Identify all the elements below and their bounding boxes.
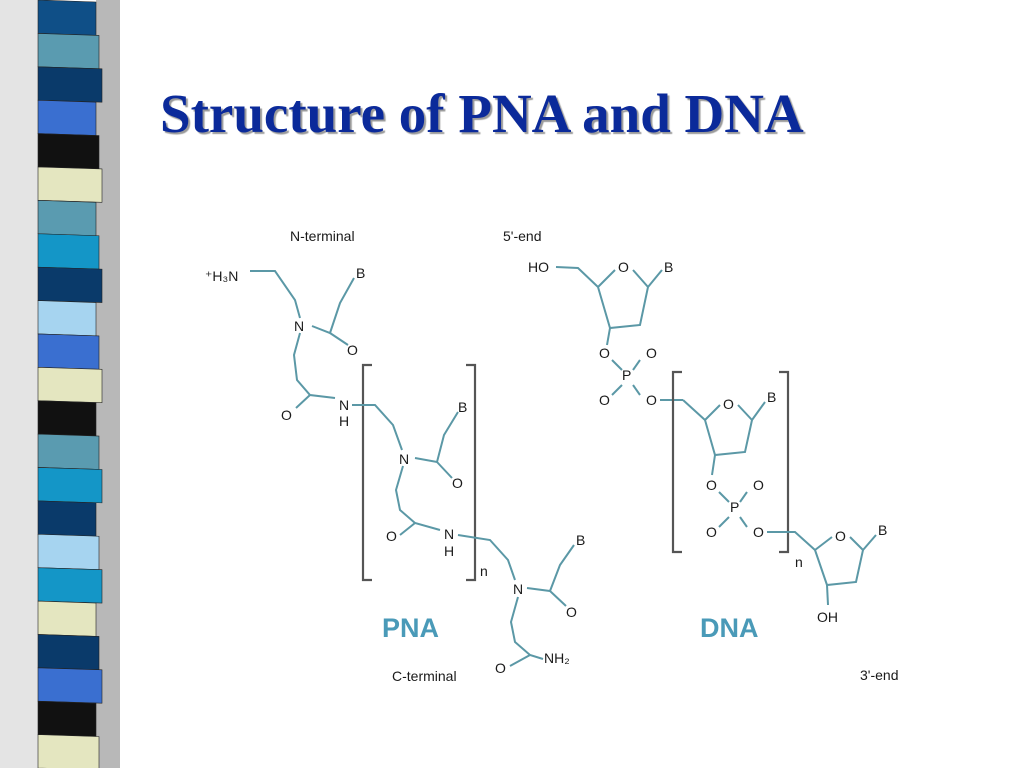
- pna-base-1: B: [356, 265, 365, 281]
- pna-hydrogen-2: H: [444, 543, 454, 559]
- pna-nitrogen-1: N: [294, 318, 304, 334]
- dna-oxygen-p2-c: O: [706, 524, 717, 540]
- stripe-block: [37, 66, 103, 103]
- stripe-block: [37, 667, 103, 704]
- stripe-block: [37, 200, 97, 237]
- pna-dna-structure-diagram: N-terminal ⁺H₃N B N O O N H n B N O O N …: [190, 210, 930, 705]
- stripe-block: [37, 233, 100, 270]
- pna-oxygen-5: O: [566, 604, 577, 620]
- dna-oxygen-p1-a: O: [599, 345, 610, 361]
- stripe-block: [37, 266, 103, 303]
- stripe-block: [37, 133, 100, 170]
- stripe-block: [37, 333, 100, 370]
- dna-oxygen-p1-d: O: [646, 392, 657, 408]
- pna-base-3: B: [576, 532, 585, 548]
- five-end-label: 5'-end: [503, 228, 541, 244]
- stripe-block: [37, 0, 97, 36]
- dna-base-2: B: [767, 389, 776, 405]
- pna-oxygen-6: O: [495, 660, 506, 676]
- stripe-block: [37, 500, 97, 537]
- pna-oxygen-3: O: [452, 475, 463, 491]
- stripe-block: [37, 400, 97, 437]
- stripe-block: [37, 99, 97, 136]
- stripe-block: [37, 634, 100, 671]
- dna-oxygen-p1-c: O: [599, 392, 610, 408]
- pna-repeat-n: n: [480, 563, 488, 579]
- dna-ho-label: HO: [528, 259, 549, 275]
- pna-nitrogen-5: N: [513, 581, 523, 597]
- stripe-block: [37, 567, 103, 604]
- pna-oxygen-1: O: [347, 342, 358, 358]
- dna-oxygen-p2-d: O: [753, 524, 764, 540]
- c-terminal-label: C-terminal: [392, 668, 457, 684]
- three-end-label: 3'-end: [860, 667, 898, 683]
- stripe-block: [37, 366, 103, 404]
- dna-ring-oxygen-2: O: [723, 396, 734, 412]
- decorative-stripe-bar: [0, 0, 120, 768]
- pna-structure: N-terminal ⁺H₃N B N O O N H n B N O O N …: [205, 228, 585, 684]
- pna-nitrogen-2: N: [339, 397, 349, 413]
- dna-label: DNA: [700, 613, 759, 643]
- dna-repeat-n: n: [795, 554, 803, 570]
- stripe-block: [37, 734, 100, 768]
- stripe-block: [37, 467, 103, 504]
- h3n-label: ⁺H₃N: [205, 268, 238, 284]
- stripe-block: [37, 166, 103, 203]
- dna-structure: 5'-end HO O B O O P O O n O B O O P O O: [503, 228, 898, 683]
- slide-title: Structure of PNA and DNA: [160, 83, 804, 144]
- stripe-block: [37, 33, 100, 70]
- dna-ring-oxygen-1: O: [618, 259, 629, 275]
- pna-nitrogen-4: N: [444, 526, 454, 542]
- dna-oxygen-p2-b: O: [753, 477, 764, 493]
- dna-oh-label: OH: [817, 609, 838, 625]
- dna-oxygen-p2-a: O: [706, 477, 717, 493]
- stripe-block: [37, 433, 100, 470]
- nh2-label: NH₂: [544, 650, 570, 666]
- dna-phosphorus-2: P: [730, 499, 739, 515]
- stripe-block: [37, 700, 97, 737]
- pna-oxygen-4: O: [386, 528, 397, 544]
- stripe-block: [37, 533, 100, 570]
- n-terminal-label: N-terminal: [290, 228, 355, 244]
- dna-ring-oxygen-3: O: [835, 528, 846, 544]
- pna-nitrogen-3: N: [399, 451, 409, 467]
- stripe-block: [37, 600, 97, 637]
- dna-oxygen-p1-b: O: [646, 345, 657, 361]
- pna-label: PNA: [382, 613, 439, 643]
- dna-base-1: B: [664, 259, 673, 275]
- stripe-block: [37, 300, 97, 337]
- dna-base-3: B: [878, 522, 887, 538]
- dna-phosphorus-1: P: [622, 367, 631, 383]
- pna-base-2: B: [458, 399, 467, 415]
- pna-oxygen-2: O: [281, 407, 292, 423]
- pna-hydrogen-1: H: [339, 413, 349, 429]
